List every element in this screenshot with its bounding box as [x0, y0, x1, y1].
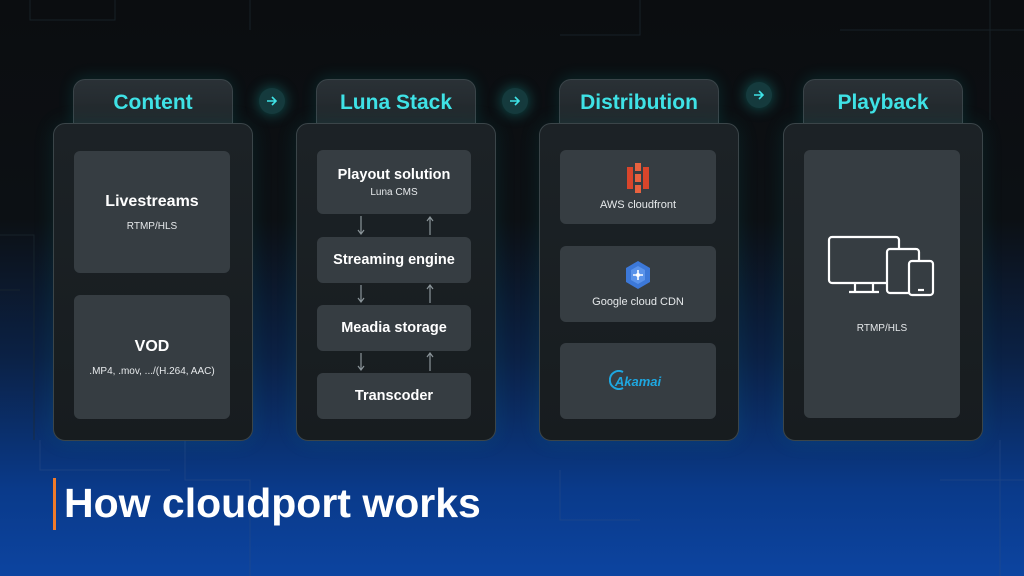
page-title: How cloudport works — [64, 480, 481, 526]
vod-title: VOD — [134, 337, 170, 355]
vod-card: VOD .MP4, .mov, .../(H.264, AAC) — [74, 295, 230, 419]
media-storage-title: Meadia storage — [341, 320, 447, 336]
devices-icon — [827, 235, 935, 296]
arrow-right-icon — [259, 88, 285, 114]
distribution-tab-title: Distribution — [559, 79, 719, 126]
stack-flow-arrows — [357, 216, 434, 371]
playout-solution-box: Playout solution Luna CMS — [317, 150, 471, 214]
livestreams-card: Livestreams RTMP/HLS — [74, 151, 230, 273]
transcoder-box: Transcoder — [317, 373, 471, 419]
aws-cloudfront-card: AWS cloudfront — [560, 150, 716, 224]
content-tab-title: Content — [73, 79, 233, 126]
luna-stack-panel: Playout solution Luna CMS Streaming engi… — [296, 123, 496, 441]
playback-card: RTMP/HLS — [804, 150, 960, 418]
content-panel: Livestreams RTMP/HLS VOD .MP4, .mov, ...… — [53, 123, 253, 441]
livestreams-title: Livestreams — [105, 192, 199, 210]
google-cloud-cdn-icon — [626, 261, 650, 289]
aws-cloudfront-icon — [627, 163, 649, 193]
playout-solution-title: Playout solution — [337, 166, 451, 183]
arrow-right-icon — [502, 88, 528, 114]
akamai-logo: Akamai — [608, 369, 662, 390]
luna-stack-tab-title: Luna Stack — [316, 79, 476, 126]
transcoder-title: Transcoder — [354, 388, 434, 404]
playout-solution-sub: Luna CMS — [370, 186, 418, 198]
playback-panel: RTMP/HLS — [783, 123, 983, 441]
streaming-engine-box: Streaming engine — [317, 237, 471, 283]
streaming-engine-title: Streaming engine — [333, 252, 455, 268]
media-storage-box: Meadia storage — [317, 305, 471, 351]
playback-sub: RTMP/HLS — [856, 322, 908, 334]
akamai-card: Akamai — [560, 343, 716, 419]
google-cloud-cdn-card: Google cloud CDN — [560, 246, 716, 322]
vod-sub: .MP4, .mov, .../(H.264, AAC) — [89, 365, 215, 377]
livestreams-sub: RTMP/HLS — [126, 220, 178, 232]
footer-accent-bar — [53, 478, 56, 530]
aws-cloudfront-label: AWS cloudfront — [599, 199, 676, 211]
playback-tab-title: Playback — [803, 79, 963, 126]
distribution-panel: AWS cloudfront Google cloud CDN Akamai — [539, 123, 739, 441]
arrow-right-icon — [746, 82, 772, 108]
google-cloud-cdn-label: Google cloud CDN — [592, 296, 684, 308]
akamai-label: Akamai — [614, 373, 662, 389]
